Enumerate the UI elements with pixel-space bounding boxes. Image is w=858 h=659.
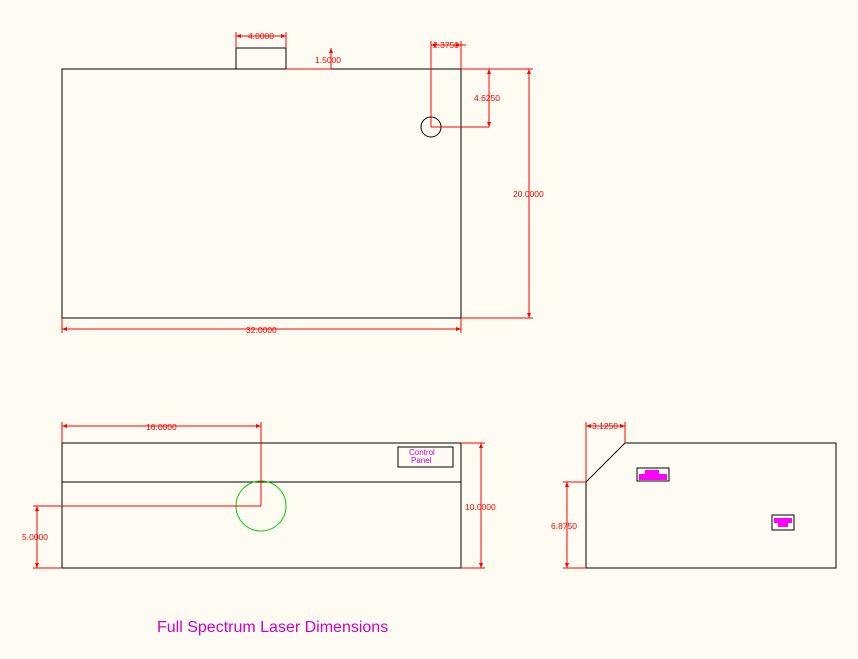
control-panel	[397, 446, 454, 468]
dim-tab-width-text: 4.0000	[248, 31, 274, 41]
dim-height: 10.0000	[461, 442, 496, 569]
dim-bevel-width-text: 3.1250	[592, 421, 618, 431]
side-accent-part-top	[636, 467, 670, 482]
top-tab	[235, 47, 287, 70]
dim-port-from-top-text: 4.6250	[474, 93, 500, 103]
dim-bevel-height-text: 6.8750	[551, 521, 577, 531]
dim-port-from-top: 4.6250	[431, 68, 500, 128]
side-view-outline	[585, 442, 837, 569]
dim-port-from-right: 2.3750	[430, 40, 466, 127]
dim-height-text: 10.0000	[465, 502, 496, 512]
drawing-title: Full Spectrum Laser Dimensions	[157, 619, 388, 636]
dim-width: 32.0000	[61, 318, 462, 335]
dim-depth: 20.0000	[461, 68, 544, 319]
top-view: 4.0000 1.5000 2.3750 4.6250	[61, 31, 544, 335]
dim-depth-text: 20.0000	[513, 189, 544, 199]
dim-bevel-height: 6.8750	[551, 481, 586, 569]
dim-tab-offset: 1.5000	[286, 48, 341, 70]
dim-port-from-right-text: 2.3750	[433, 40, 459, 50]
dim-port-from-left: 16.0000	[61, 422, 262, 506]
dim-tab-width: 4.0000	[235, 31, 287, 48]
dim-width-text: 32.0000	[246, 325, 277, 335]
dim-port-height-text: 5.0000	[22, 532, 48, 542]
front-view: Control Panel 16.0000 5.0000	[22, 422, 496, 569]
control-panel-label-line2: Panel	[411, 456, 432, 465]
dim-port-from-left-text: 16.0000	[146, 422, 177, 432]
control-panel-label-line1: Control	[409, 448, 435, 457]
dim-bevel-width: 3.1250	[585, 421, 626, 482]
top-view-outline	[61, 68, 462, 319]
dim-tab-offset-text: 1.5000	[315, 55, 341, 65]
side-view: 3.1250 6.8750	[551, 421, 837, 569]
side-accent-part-bottom	[771, 514, 795, 531]
dim-port-height: 5.0000	[22, 505, 261, 569]
